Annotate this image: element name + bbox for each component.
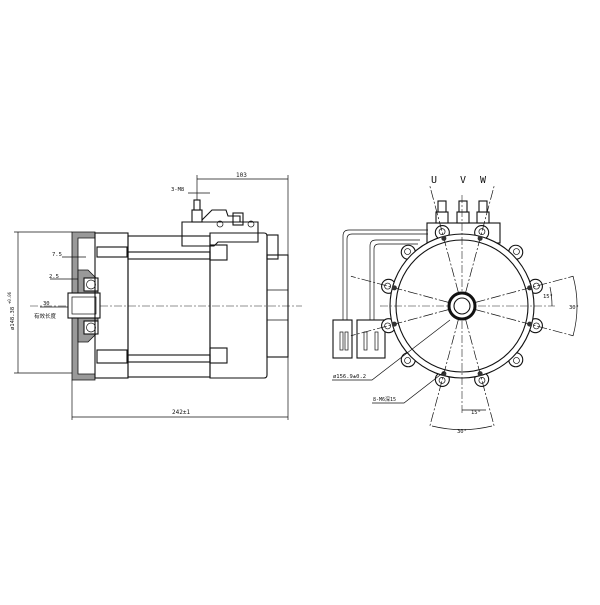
terminal-studs [435,200,490,224]
tie-rod-top-right [209,244,228,261]
terminal-bracket [201,209,241,222]
leader [372,371,445,404]
lobe-hole-icon [438,228,446,235]
terminal-bracket-post [232,212,244,226]
wire [369,239,420,320]
bolt-hole-icon [477,235,483,241]
leader [332,319,451,381]
angle-15-right: 15° [543,294,553,300]
phase-stud-nut [456,211,470,224]
bolt-hole-icon [477,371,483,377]
phase-stud-nut [435,211,449,224]
tie-rod-bottom [127,354,211,363]
screw-icon [216,220,224,228]
angle-ray [350,275,449,303]
wire [346,233,428,320]
phase-stud [478,200,488,213]
dim-242: 242±1 [172,409,190,416]
end-view: U V W 15° 30° 15° 30° [332,175,579,435]
bolt-hole-icon [441,371,447,377]
bolt-hole-icon [527,285,533,291]
connector-pin [339,331,344,351]
tie-rod-bottom-left [96,349,128,364]
shaft-bore [71,296,97,315]
angle-30-right: 30° [569,305,579,311]
angle-ray [475,309,574,337]
dim-diameter-tolerance: +0.06 [7,291,12,304]
angle-arc [549,286,553,307]
connector-right [356,319,386,359]
lobe-hole-icon [404,248,411,255]
terminal-stud [193,199,201,211]
shaft-end [447,291,477,321]
dim-3-m8: 3-M8 [171,187,184,193]
angle-arc [572,275,578,337]
bolt-hole-icon [391,285,397,291]
phase-stud-nut [476,211,490,224]
angle-15-bottom: 15° [471,410,481,416]
terminal-box [181,221,259,247]
dim-diameter-value: ø148.38 [10,307,16,330]
phase-w-label: W [480,175,487,186]
lobe-hole-icon [384,282,391,290]
tie-rod-top [127,251,211,260]
dim-7-5: 7.5 [52,252,62,258]
phase-stud [458,200,468,213]
screw-icon [247,220,255,228]
lobe-hole-icon [513,357,520,364]
phase-u-label: U [431,175,437,186]
wire [373,243,418,320]
lobe-hole-icon [533,322,540,330]
rear-housing [209,232,268,379]
wire [342,229,428,320]
phase-v-label: V [460,175,466,186]
dim-103: 103 [236,172,247,179]
bolt-holes-label: 8-M6深15 [373,396,396,403]
stator-body [127,235,211,378]
lobe-hole-icon [513,248,520,255]
bolt-hole-icon [391,321,397,327]
dim-30: 30 [43,301,50,307]
tie-rod-top-left [96,246,128,258]
lobe-hole-icon [533,282,540,290]
angle-arc [431,425,493,430]
angle-ray [475,275,574,303]
lobe-hole-icon [478,377,486,384]
side-view: 103 3-M8 7.5 2.5 30 有效长度 ø148.38 +0.06 2… [7,172,302,420]
rear-cap [266,234,279,260]
angle-30-bottom: 30° [457,429,467,435]
dim-effective-length: 有效长度 [34,312,57,320]
connector-left [332,319,353,359]
angle-ray [350,309,449,337]
lobe-hole-icon [404,357,411,364]
connector-pin [344,331,349,351]
connector-pin [363,331,368,351]
terminal-stud-nut [191,209,203,223]
phase-stud [437,200,447,213]
tie-rod-bottom-right [209,347,228,364]
shaft-spline-icon [453,297,471,315]
bolt-circle-label: ø156.9±0.2 [333,374,366,380]
lobe-hole-icon [438,377,446,384]
dim-2-5: 2.5 [49,274,59,280]
bolt-hole-icon [527,321,533,327]
dim-diameter: ø148.38 +0.06 [7,291,16,330]
bolt-hole-icon [441,235,447,241]
connector-pin [374,331,379,351]
lobe-hole-icon [478,228,486,235]
lobe-hole-icon [384,322,391,330]
bolt-holes [384,228,540,384]
